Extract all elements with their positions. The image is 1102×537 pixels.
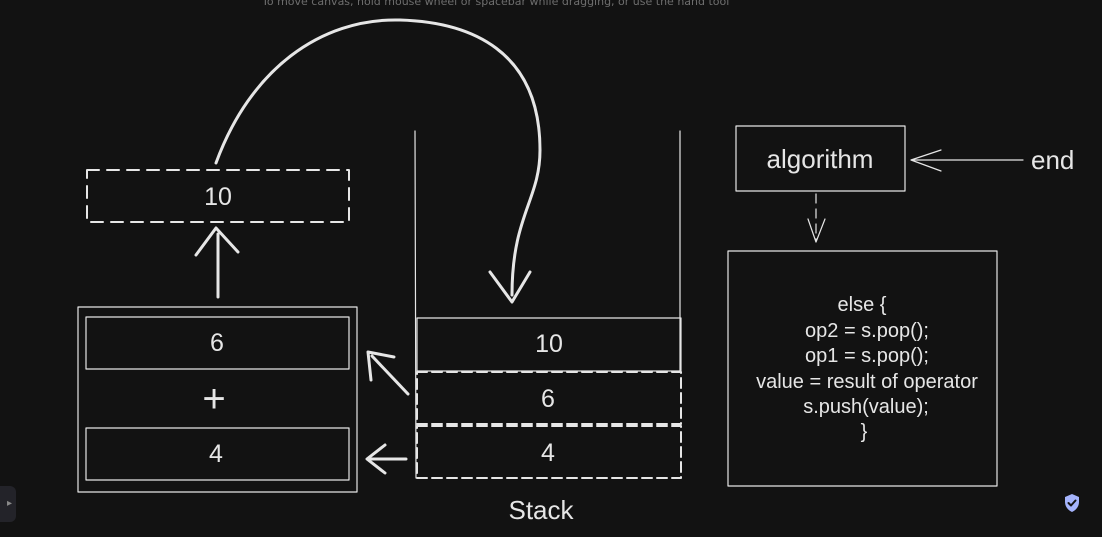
code-line: op1 = s.pop(); [805,345,929,367]
shield-check-icon [1065,494,1079,512]
curved-push-arrow[interactable] [214,18,542,297]
result-value: 10 [204,183,232,211]
curved-push-arrow-head [488,270,532,304]
canvas-hint: To move canvas, hold mouse wheel or spac… [262,0,730,8]
end-arrow-head [910,149,942,172]
sidebar-toggle-button[interactable]: ▸ [0,486,16,522]
algorithm-box[interactable] [735,125,906,192]
code-line: value = result of operator [756,371,978,393]
operator-symbol: + [202,377,225,421]
operand-top-box[interactable] [85,316,350,370]
stack-item-middle-value: 6 [541,385,555,413]
end-label: end [1031,145,1074,175]
code-line: op2 = s.pop(); [805,320,929,342]
stack-item-top-value: 10 [535,330,563,358]
operand-bottom-box[interactable] [85,427,350,481]
code-line: } [861,421,868,443]
stack-left-wall[interactable] [414,130,417,479]
code-line: else { [838,294,887,316]
operand-bottom-value: 4 [209,440,223,468]
operand-top-value: 6 [210,329,224,357]
up-arrow-head [194,226,240,257]
stack-label: Stack [508,495,574,525]
pop-arrow-lower-head [365,443,387,475]
algorithm-label: algorithm [767,144,874,174]
code-box[interactable] [727,250,998,487]
stack-item-bottom[interactable] [416,425,682,479]
algorithm-to-code-arrow-head [807,218,826,243]
chevron-right-icon: ▸ [6,498,12,509]
stack-item-middle[interactable] [416,371,682,425]
operands-container[interactable] [77,306,358,493]
code-line: s.push(value); [803,396,929,418]
pop-arrow-upper[interactable] [370,354,410,396]
stack-item-top[interactable] [416,317,682,372]
pop-arrow-upper-head [366,350,396,382]
security-shield-button[interactable] [1063,493,1081,513]
result-box[interactable] [86,169,350,223]
stack-item-bottom-value: 4 [541,439,555,467]
